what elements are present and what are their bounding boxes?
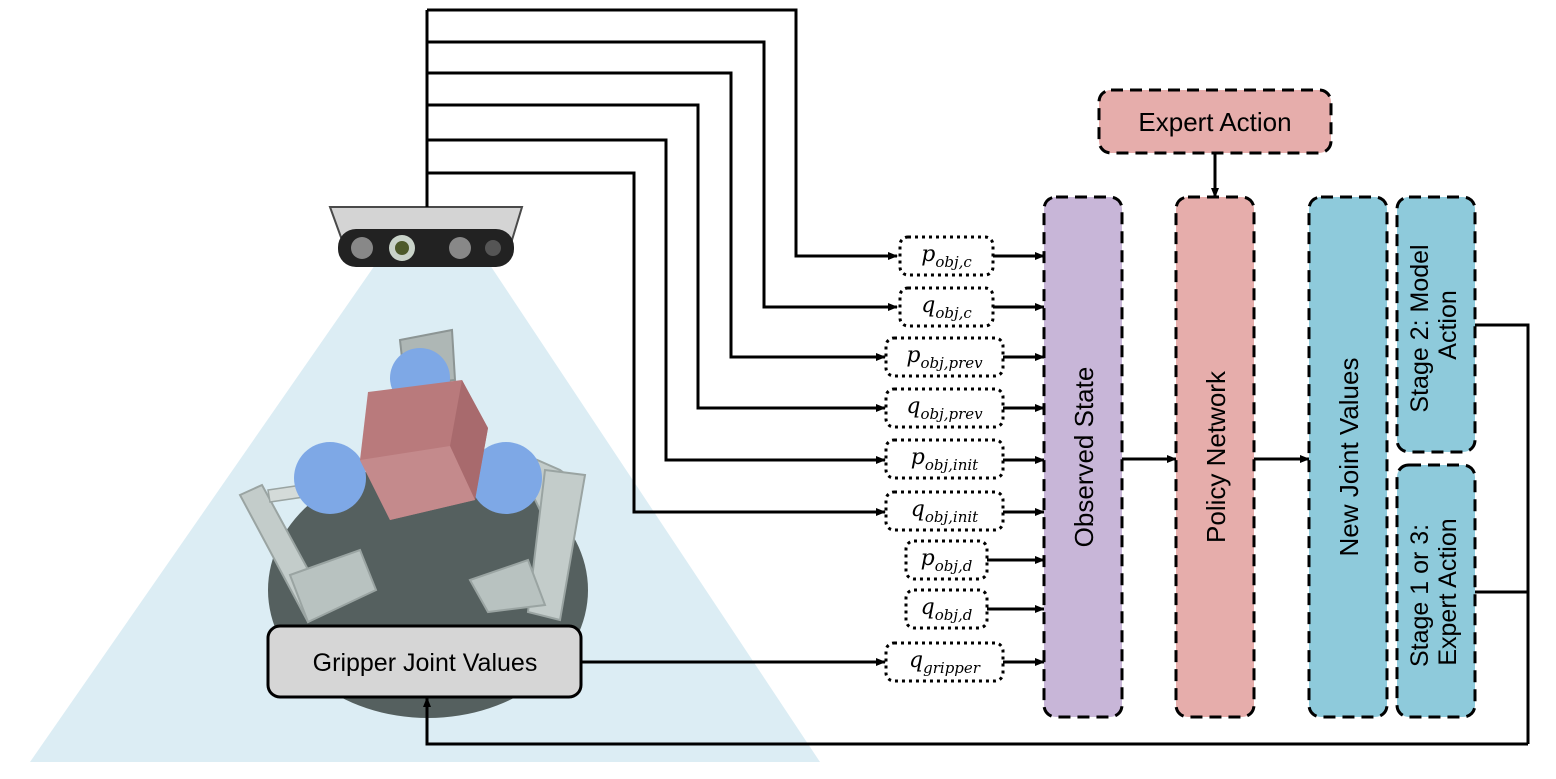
- state-input-label: qobj,prev: [906, 394, 983, 423]
- state-input-subscript: obj,c: [935, 304, 972, 322]
- policy-network-label: Policy Network: [1201, 370, 1231, 543]
- state-input-box: pobj,prev: [884, 336, 1005, 378]
- state-input-symbol: q: [921, 293, 935, 318]
- state-input-label: qobj,c: [921, 293, 972, 322]
- state-input-symbol: q: [921, 595, 935, 620]
- svg-text:Stage 2: Model Action: Stage 2: Model Action: [1406, 237, 1462, 412]
- new-joint-values-box: New Joint Values: [1307, 195, 1389, 719]
- state-input-subscript: gripper: [923, 659, 981, 677]
- observed-state-label: Observed State: [1069, 367, 1099, 548]
- state-input-label: qgripper: [909, 648, 981, 677]
- state-input-box: qgripper: [884, 641, 1005, 683]
- state-input-label: qobj,init: [911, 497, 979, 526]
- state-input-subscript: obj,init: [925, 456, 979, 474]
- feedback-loop-line: [423, 323, 1530, 746]
- state-input-label: pobj,d: [921, 546, 973, 575]
- fingertip-sphere-icon: [470, 442, 542, 514]
- stage2-label-line1: Stage 2: Model: [1406, 244, 1434, 412]
- state-input-symbol: q: [906, 394, 920, 419]
- state-input-frame: [904, 588, 989, 630]
- state-input-frame: [884, 438, 1005, 480]
- state-input-frame: [884, 641, 1005, 683]
- state-input-frame: [884, 490, 1005, 532]
- fingertip-sphere-icon: [294, 442, 366, 514]
- state-input-box: qobj,init: [884, 490, 1005, 532]
- state-input-subscript: obj,d: [935, 606, 973, 624]
- expert-action-label: Expert Action: [1138, 107, 1291, 137]
- state-input-subscript: obj,init: [925, 508, 979, 526]
- camera-signal-lines: [425, 8, 898, 516]
- camera-icon: [328, 206, 524, 267]
- stage13-label-line1: Stage 1 or 3:: [1406, 524, 1434, 667]
- input-arrows: [987, 252, 1045, 666]
- state-input-box: pobj,d: [904, 539, 989, 581]
- state-input-subscript: obj,prev: [920, 405, 983, 423]
- state-input-frame: [884, 387, 1005, 429]
- state-input-symbol: q: [909, 648, 923, 673]
- state-input-frame: [884, 336, 1005, 378]
- state-input-subscript: obj,prev: [920, 354, 983, 372]
- state-input-box: qobj,prev: [884, 387, 1005, 429]
- state-input-symbol: p: [906, 343, 920, 368]
- state-input-symbol: q: [911, 497, 925, 522]
- state-input-symbol: p: [921, 546, 935, 571]
- state-input-symbol: p: [911, 445, 925, 470]
- state-input-box: pobj,init: [884, 438, 1005, 480]
- svg-text:Stage 1 or 3: Expert Act: Stage 1 or 3: Expert Action: [1406, 517, 1462, 667]
- object-cube-icon: [360, 380, 488, 520]
- gripper-joint-values-label: Gripper Joint Values: [313, 649, 538, 677]
- expert-action-box: Expert Action: [1097, 88, 1333, 155]
- stage13-expert-action-box: Stage 1 or 3: Expert Action: [1395, 463, 1477, 719]
- stage2-label-line2: Action: [1434, 290, 1462, 359]
- state-input-label: pobj,init: [911, 445, 979, 474]
- state-input-label: pobj,c: [921, 242, 972, 271]
- state-input-box: qobj,c: [898, 286, 995, 328]
- state-input-box: qobj,d: [904, 588, 989, 630]
- policy-network-box: Policy Network: [1174, 195, 1256, 719]
- state-input-list: pobj,cqobj,cpobj,prevqobj,prevpobj,initq…: [884, 235, 1005, 683]
- state-input-symbol: p: [921, 242, 935, 267]
- gripper-fingers-icon: [238, 328, 587, 624]
- state-input-label: pobj,prev: [906, 343, 983, 372]
- state-input-label: qobj,d: [921, 595, 973, 624]
- observed-state-box: Observed State: [1042, 195, 1124, 719]
- new-joint-values-label: New Joint Values: [1334, 358, 1364, 557]
- state-input-subscript: obj,d: [935, 557, 973, 575]
- stage2-model-action-box: Stage 2: Model Action: [1395, 195, 1477, 454]
- state-input-subscript: obj,c: [935, 253, 972, 271]
- state-input-frame: [904, 539, 989, 581]
- state-input-box: pobj,c: [898, 235, 995, 277]
- gripper-joint-values-box: Gripper Joint Values: [266, 624, 583, 699]
- stage13-label-line2: Expert Action: [1434, 518, 1462, 665]
